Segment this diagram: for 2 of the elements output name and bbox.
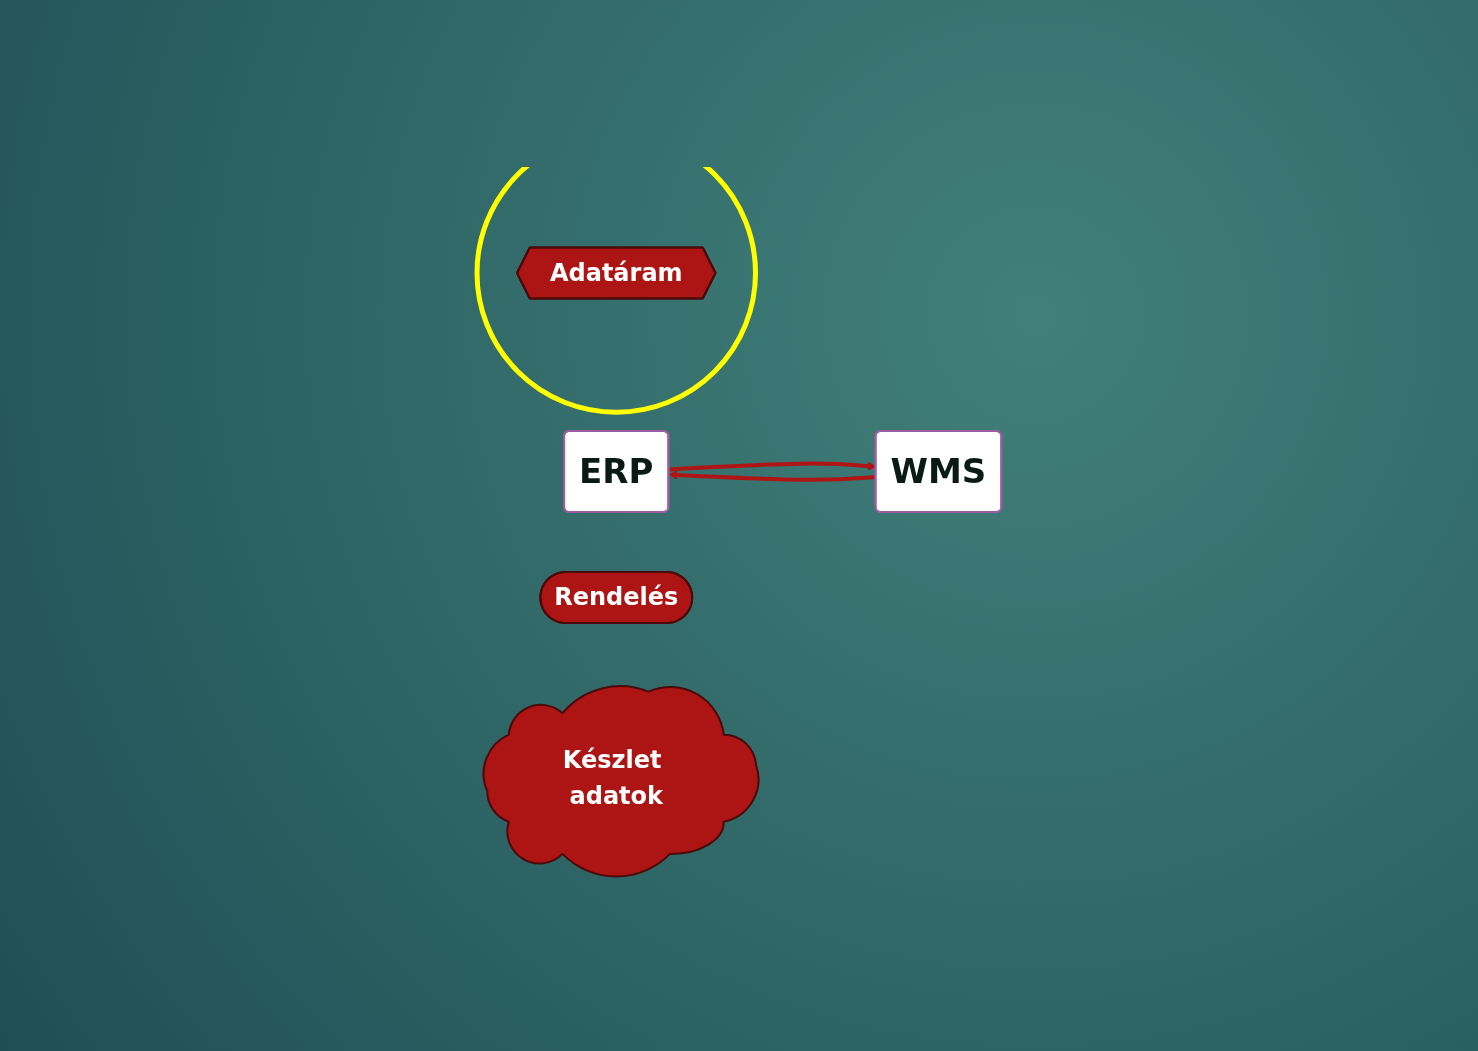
cluster: [474, 166, 758, 415]
arrow: [668, 470, 876, 482]
